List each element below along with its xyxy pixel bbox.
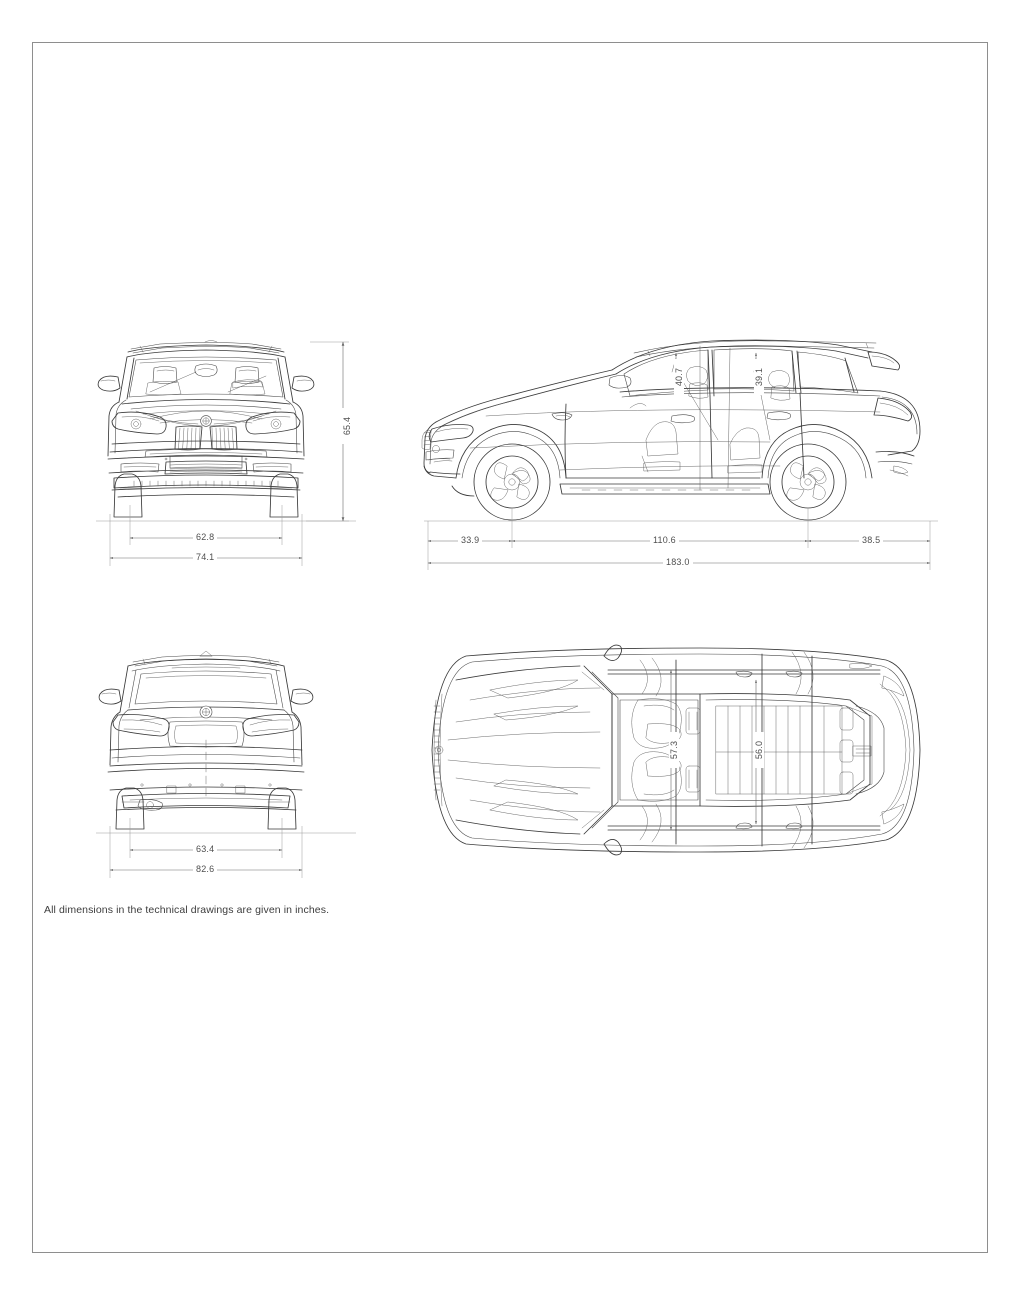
- dimension-label-rear-shoulder-room: 56.0: [754, 732, 764, 768]
- dimension-label-overall-length: 183.0: [663, 557, 693, 567]
- dimension-label-rear-headroom: 39.1: [754, 359, 764, 395]
- dimension-label-wheelbase: 110.6: [650, 535, 679, 545]
- dimension-label-front-overhang: 33.9: [458, 535, 483, 545]
- dimension-label-front-width: 74.1: [193, 552, 218, 562]
- dimensions-units-caption: All dimensions in the technical drawings…: [44, 904, 330, 916]
- dimension-label-rear-overhang: 38.5: [859, 535, 884, 545]
- dimension-label-front-shoulder-room: 57.3: [669, 732, 679, 768]
- dimension-label-front-track: 62.8: [193, 532, 218, 542]
- page-sheet: [32, 42, 988, 1253]
- dimension-label-front-headroom: 40.7: [674, 359, 684, 395]
- dimension-label-rear-width-mirrors: 82.6: [193, 864, 218, 874]
- dimension-label-front-height: 65.4: [342, 408, 352, 444]
- dimension-label-rear-track: 63.4: [193, 844, 218, 854]
